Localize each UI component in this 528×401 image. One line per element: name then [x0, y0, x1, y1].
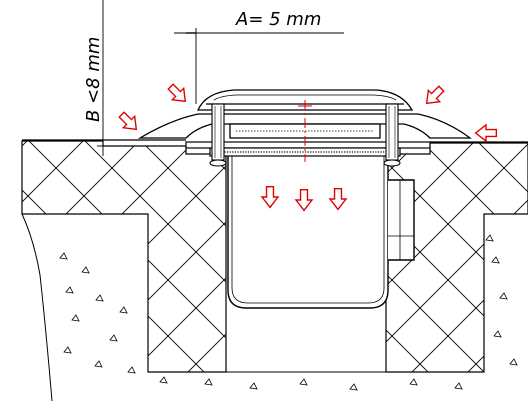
dimension-a-label: A= 5 mm — [235, 9, 321, 30]
clamp-screws — [209, 103, 401, 167]
water-flow-arrow-icon — [328, 187, 348, 211]
centre-line — [298, 100, 312, 162]
air-flow-arrow-icon — [425, 85, 445, 105]
water-flow-arrow-icon — [294, 188, 314, 212]
screed-layer — [21, 213, 526, 401]
dimension-b-label: B <8 mm — [83, 37, 104, 122]
air-flow-arrow-icon — [167, 83, 187, 103]
dimension-b-callout — [97, 0, 109, 156]
air-flow-arrow-icon — [118, 111, 138, 131]
concrete-slab-left — [21, 140, 227, 373]
flow-arrows — [118, 83, 498, 212]
drain-flange — [185, 141, 431, 157]
aggregate-texture — [59, 234, 518, 391]
drain-body — [227, 150, 415, 309]
air-flow-arrow-icon — [474, 123, 498, 143]
water-flow-arrow-icon — [260, 185, 280, 209]
dimension-a-callout — [174, 28, 344, 104]
